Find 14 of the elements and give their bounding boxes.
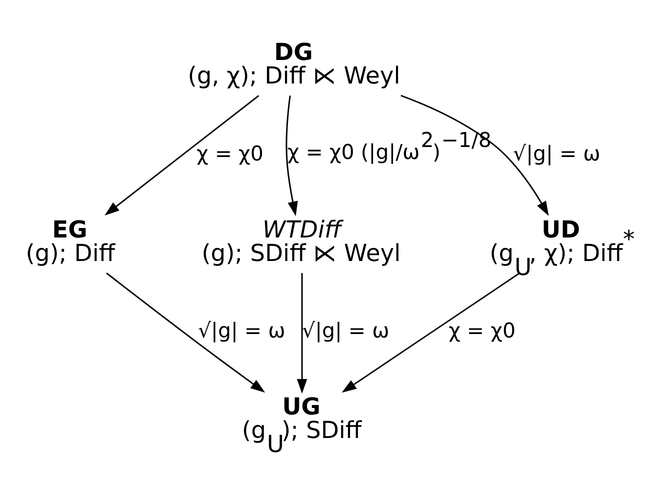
- node-text: WTDiff (g); SDiff ⋉ Weyl: [202, 215, 401, 267]
- node-text: DG (g, χ); Diff ⋉ Weyl: [188, 38, 400, 90]
- edge-label: √|g| = ω: [198, 318, 286, 343]
- arrow: [400, 94, 549, 216]
- node-text: EG (g); Diff: [26, 215, 115, 267]
- edge-label: χ = χ0: [448, 318, 516, 343]
- edge-label: √|g| = ω: [513, 141, 600, 166]
- arrow: [296, 272, 308, 394]
- arrow: [104, 95, 260, 216]
- arrow: [106, 272, 266, 393]
- arrow: [342, 272, 520, 393]
- edge-label: χ = χ0: [196, 141, 264, 166]
- edge-label: √|g| = ω: [302, 318, 390, 343]
- arrow: [286, 96, 298, 216]
